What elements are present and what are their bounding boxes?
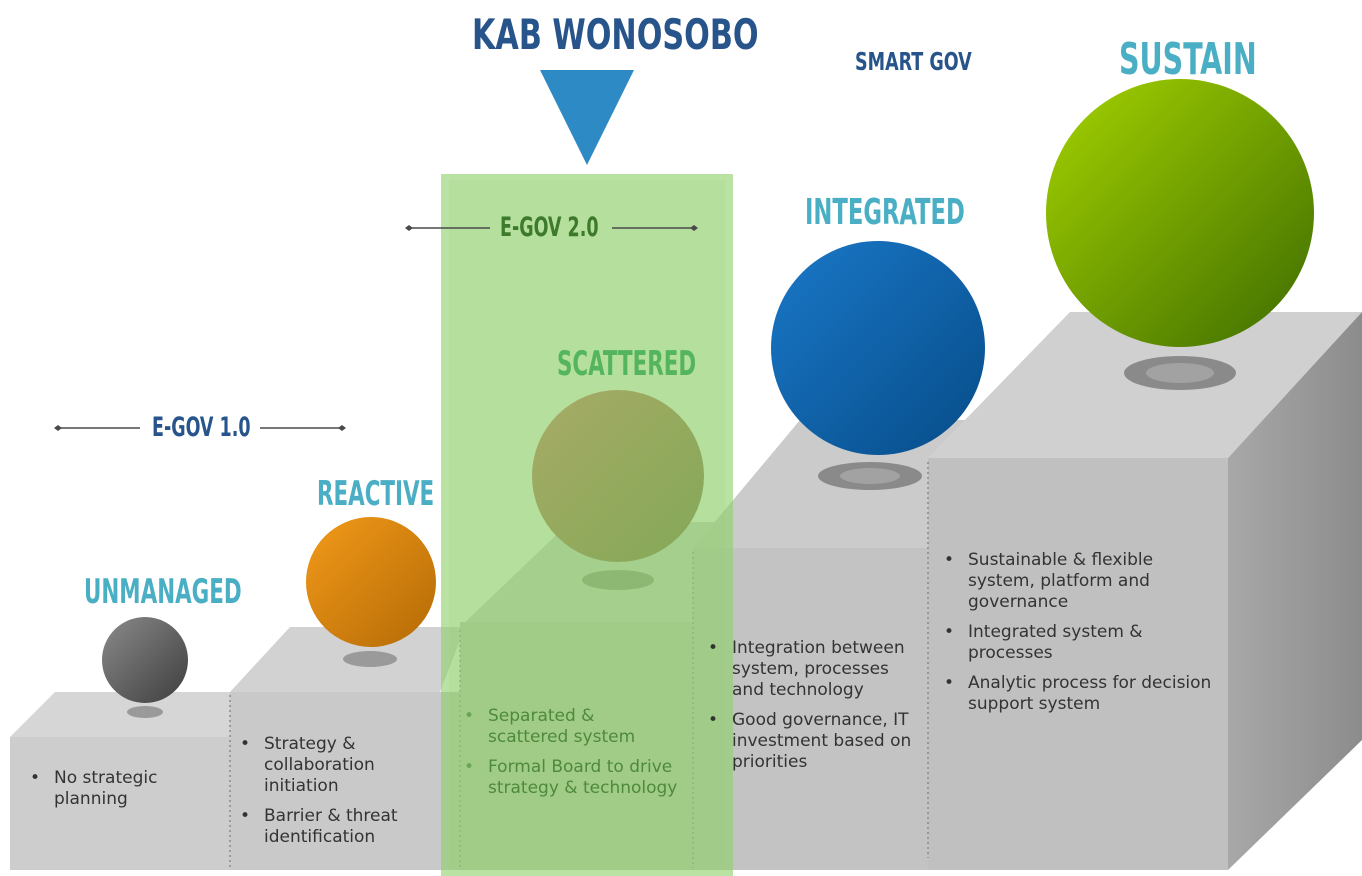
stage-label-reactive: REACTIVE	[317, 474, 435, 514]
sphere-unmanaged	[102, 617, 188, 703]
egov1-lines	[54, 425, 346, 431]
highlight-column-inner	[449, 180, 725, 870]
bullets-sustain: Sustainable & flexible system, platform …	[938, 550, 1218, 724]
smart-gov-label: SMART GOV	[855, 47, 972, 76]
current-position-marker	[540, 70, 634, 165]
step-1-top	[10, 692, 240, 737]
bullet-item: Analytic process for decision support sy…	[938, 673, 1218, 715]
egov1-left-diamond	[54, 425, 62, 431]
egov2-label: E-GOV 2.0	[500, 212, 599, 243]
sphere-integrated	[771, 241, 985, 455]
stage-label-sustain: SUSTAIN	[1119, 34, 1257, 85]
egov2-lines	[405, 225, 698, 231]
step-5-side	[1228, 312, 1362, 870]
shadow-reactive	[343, 651, 397, 667]
step-5-front	[928, 458, 1228, 870]
bullets-scattered: Separated & scattered system Formal Boar…	[458, 706, 698, 808]
stage-label-scattered: SCATTERED	[557, 344, 697, 384]
sphere-sustain	[1046, 79, 1314, 347]
bullet-item: Barrier & threat identification	[234, 806, 424, 848]
bullet-item: Good governance, IT investment based on …	[702, 710, 922, 773]
bullet-item: Integration between system, processes an…	[702, 638, 912, 701]
bullet-item: Formal Board to drive strategy & technol…	[458, 757, 698, 799]
egov1-right-diamond	[338, 425, 346, 431]
egov1-label: E-GOV 1.0	[152, 412, 251, 443]
bullet-item: Strategy & collaboration initiation	[234, 734, 392, 797]
bullet-item: Separated & scattered system	[458, 706, 658, 748]
stage-label-unmanaged: UNMANAGED	[84, 572, 242, 612]
bullet-item: Sustainable & flexible system, platform …	[938, 550, 1178, 613]
shadow-integrated-inner	[840, 468, 900, 484]
bullets-integrated: Integration between system, processes an…	[702, 638, 924, 782]
egov2-right-diamond	[690, 225, 698, 231]
main-title: KAB WONOSOBO	[472, 10, 759, 59]
bullet-item: No strategic planning	[24, 768, 184, 810]
bullets-reactive: Strategy & collaboration initiation Barr…	[234, 734, 456, 857]
bullet-item: Integrated system & processes	[938, 622, 1178, 664]
shadow-sustain-inner	[1146, 363, 1214, 383]
egov2-left-diamond	[405, 225, 413, 231]
bullets-unmanaged: No strategic planning	[24, 768, 224, 819]
stage-label-integrated: INTEGRATED	[805, 192, 965, 233]
shadow-unmanaged	[127, 706, 163, 718]
sphere-reactive	[306, 517, 436, 647]
